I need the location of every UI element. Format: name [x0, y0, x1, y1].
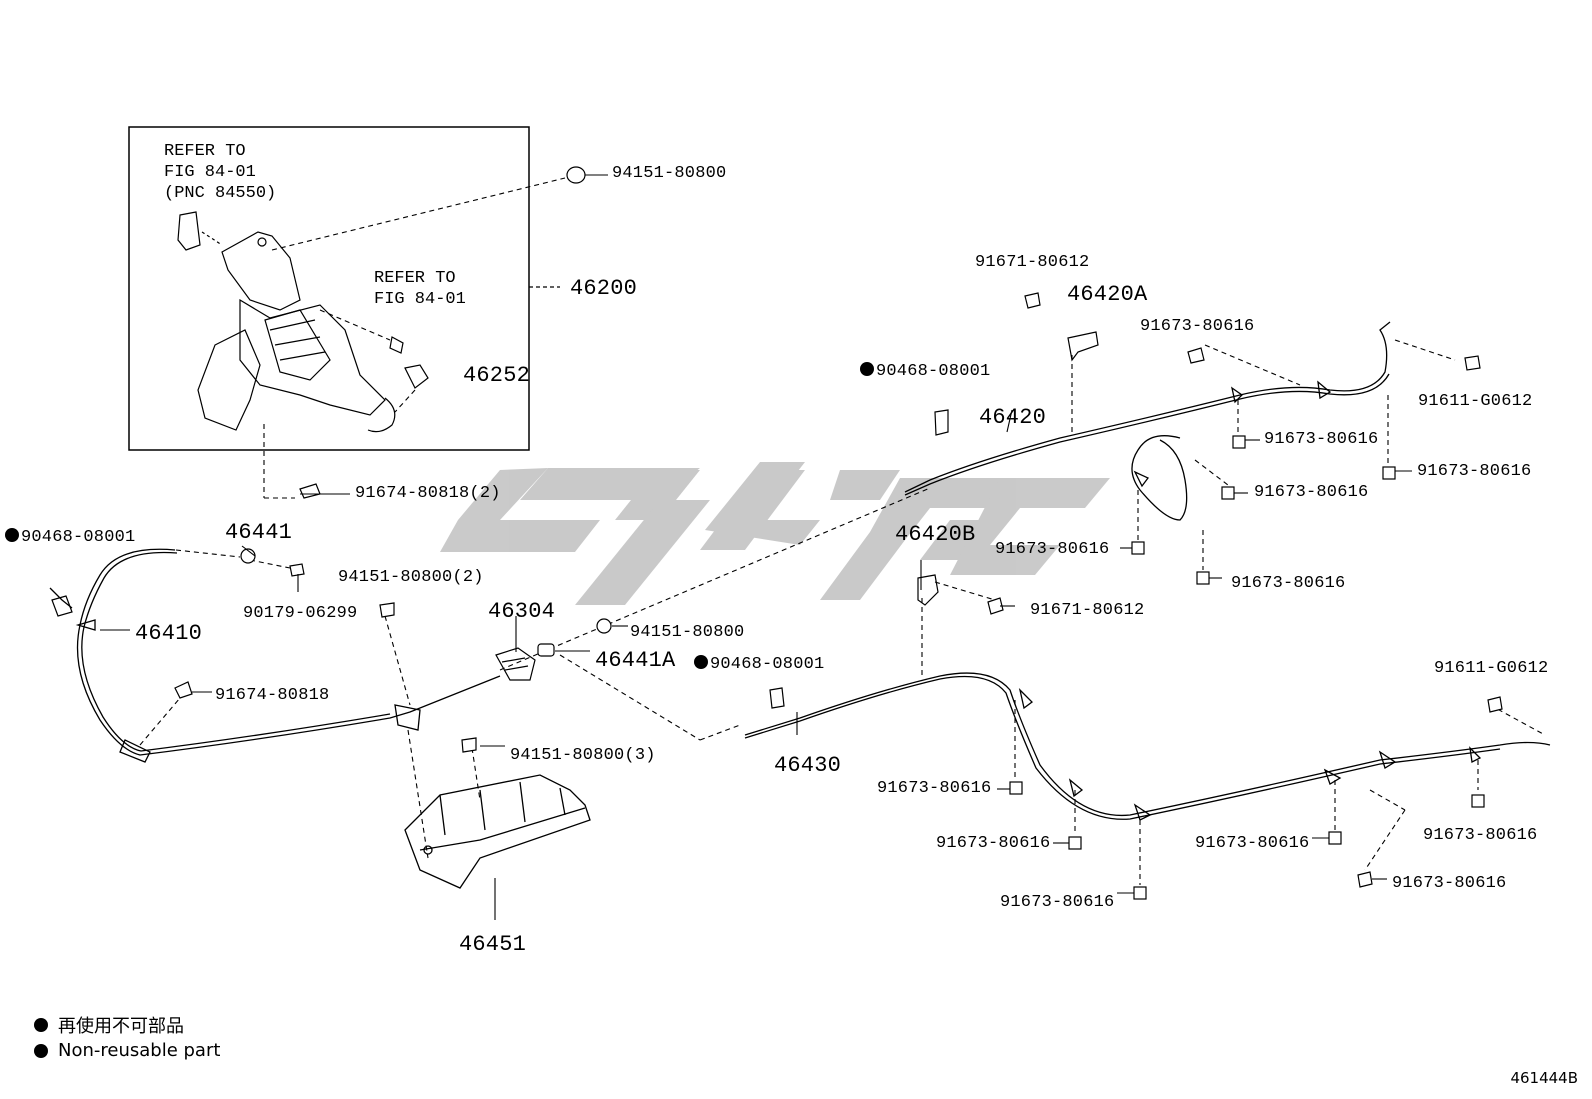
- note-refer-fig: REFER TO FIG 84-01: [374, 269, 466, 309]
- label-46200: 46200: [570, 276, 638, 301]
- label-91611-g0612-bottom: 91611-G0612: [1434, 659, 1549, 678]
- label-91673-80616-h: 91673-80616: [936, 834, 1051, 853]
- label-94151-80800-mid: 94151-80800: [630, 623, 745, 642]
- label-46420A: 46420A: [1067, 282, 1148, 307]
- legend-japanese-text: 再使用不可部品: [58, 1016, 184, 1037]
- label-46420B: 46420B: [895, 522, 976, 547]
- label-91674-80818-2: 91674-80818(2): [355, 484, 501, 503]
- image-number: 461444B: [1510, 1069, 1578, 1087]
- label-94151-80800-top: 94151-80800: [612, 164, 727, 183]
- non-reusable-dot-icon: [34, 1043, 48, 1058]
- label-90468-left: 90468-08001: [5, 528, 135, 548]
- label-46410: 46410: [135, 621, 203, 646]
- label-91673-80616-c: 91673-80616: [1417, 462, 1532, 481]
- watermark-logo: [440, 462, 1110, 605]
- label-91673-80616-k: 91673-80616: [1423, 826, 1538, 845]
- label-91673-80616-f: 91673-80616: [1231, 574, 1346, 593]
- label-91674-80818: 91674-80818: [215, 686, 330, 705]
- label-91611-g0612-top: 91611-G0612: [1418, 392, 1533, 411]
- label-94151-80800-3: 94151-80800(3): [510, 746, 656, 765]
- note-refer-pnc: REFER TO FIG 84-01 (PNC 84550): [164, 142, 277, 203]
- non-reusable-dot-icon: [34, 1018, 48, 1032]
- label-46430: 46430: [774, 753, 842, 778]
- label-91673-80616-d: 91673-80616: [1254, 483, 1369, 502]
- label-91673-80616-j: 91673-80616: [1195, 834, 1310, 853]
- label-91673-80616-b: 91673-80616: [1264, 430, 1379, 449]
- label-90468-mid-lower-text: 90468-08001: [710, 655, 825, 674]
- non-reusable-dot-icon: [5, 528, 19, 542]
- label-91671-80612-mid: 91671-80612: [1030, 601, 1145, 620]
- label-90468-mid-upper: 90468-08001: [860, 362, 990, 382]
- legend-english-text: Non-reusable part: [58, 1040, 221, 1061]
- label-91671-80612-top: 91671-80612: [975, 253, 1090, 272]
- label-91673-80616-l: 91673-80616: [1392, 874, 1507, 893]
- legend-japanese: 再使用不可部品: [34, 1012, 184, 1038]
- label-90468-mid-upper-text: 90468-08001: [876, 362, 991, 381]
- label-91673-80616-a: 91673-80616: [1140, 317, 1255, 336]
- legend-english: Non-reusable part: [34, 1040, 220, 1061]
- label-46441A: 46441A: [595, 648, 676, 673]
- label-90468-left-text: 90468-08001: [21, 528, 136, 547]
- label-46304: 46304: [488, 599, 556, 624]
- non-reusable-dot-icon: [694, 655, 708, 669]
- label-91673-80616-g: 91673-80616: [877, 779, 992, 798]
- label-46252: 46252: [463, 363, 531, 388]
- assembly-box: [128, 126, 530, 451]
- label-91673-80616-e: 91673-80616: [995, 540, 1110, 559]
- pedal-assembly-drawing: [177, 211, 429, 433]
- label-90179-06299: 90179-06299: [243, 604, 358, 623]
- non-reusable-dot-icon: [860, 362, 874, 376]
- label-46451: 46451: [459, 932, 527, 957]
- label-46441: 46441: [225, 520, 293, 545]
- label-91673-80616-i: 91673-80616: [1000, 893, 1115, 912]
- label-46420: 46420: [979, 405, 1047, 430]
- label-90468-mid-lower: 90468-08001: [694, 655, 824, 675]
- label-94151-80800-2: 94151-80800(2): [338, 568, 484, 587]
